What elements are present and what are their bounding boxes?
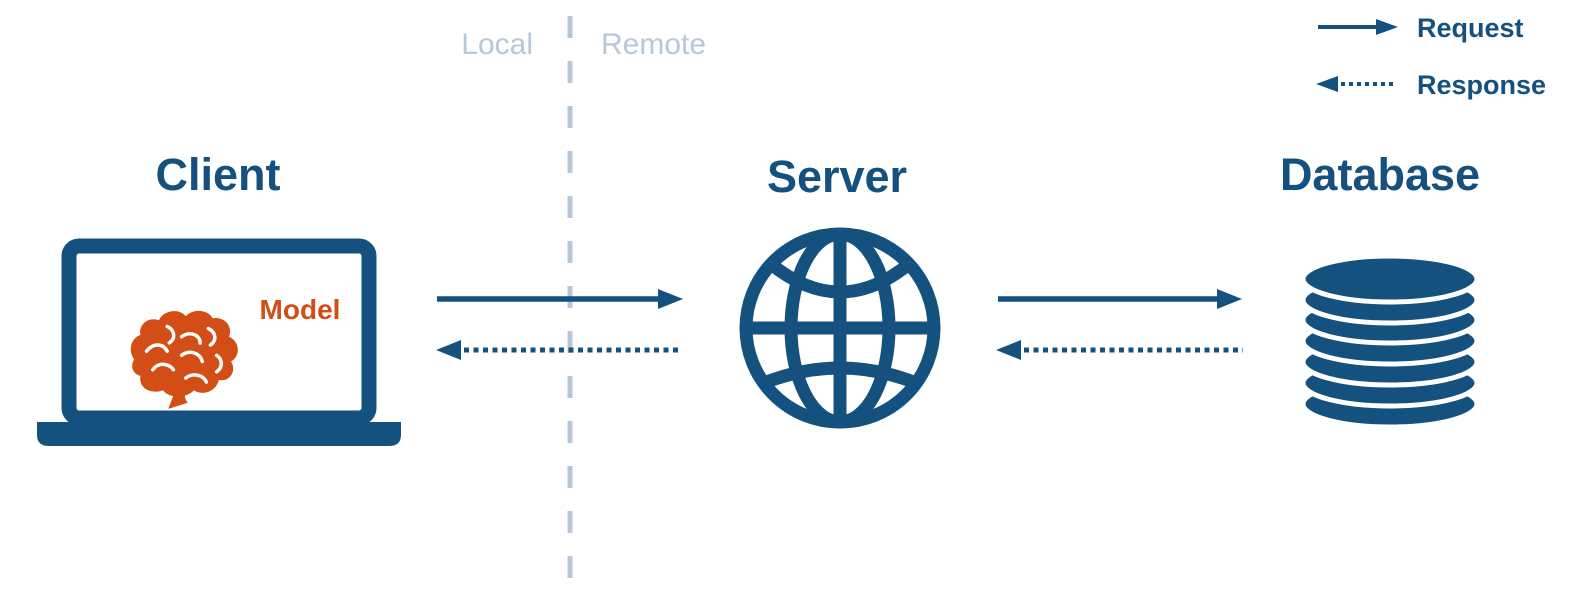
legend-response-arrow-icon: [1316, 76, 1396, 92]
legend-response-label: Response: [1417, 70, 1547, 100]
local-zone-label: Local: [461, 28, 533, 61]
legend-request-label: Request: [1417, 13, 1524, 43]
client-title: Client: [155, 149, 281, 200]
database-icon: [1300, 253, 1480, 430]
remote-zone-label: Remote: [601, 28, 707, 61]
server-to-client-response-arrow: [436, 340, 682, 360]
server-title: Server: [766, 151, 908, 202]
server-to-database-request-arrow: [998, 289, 1242, 309]
database-title: Database: [1279, 149, 1481, 200]
model-label: Model: [259, 294, 341, 325]
brain-icon: [130, 310, 238, 409]
client-to-server-request-arrow: [437, 289, 683, 309]
globe-icon: [739, 227, 941, 429]
database-to-server-response-arrow: [996, 340, 1243, 360]
legend-request-arrow-icon: [1318, 19, 1398, 35]
